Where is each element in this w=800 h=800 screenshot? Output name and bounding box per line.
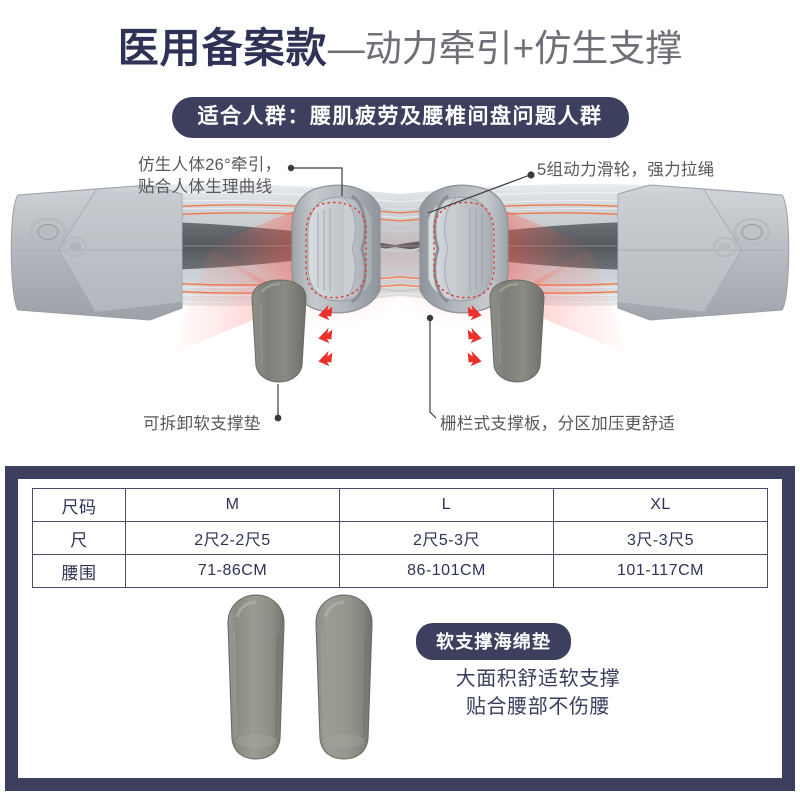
cell-chi-xl: 3尺-3尺5 — [553, 521, 768, 555]
belt-right-wing — [617, 184, 790, 321]
header: 医用备案款—动力牵引+仿生支撑 适合人群：腰肌疲劳及腰椎间盘问题人群 — [0, 0, 800, 150]
soft-pad-left-sample — [251, 279, 307, 383]
table-row: 尺码 M L XL — [32, 488, 768, 522]
sponge-pad-pair — [227, 594, 373, 760]
page-title: 医用备案款—动力牵引+仿生支撑 — [0, 28, 800, 69]
annotation-traction-angle-line1: 仿生人体26°牵引， — [138, 156, 282, 174]
pad-badge-wrap: 软支撑海绵垫 — [416, 623, 572, 660]
product-illustration: 仿生人体26°牵引， 贴合人体生理曲线 5组动力滑轮，强力拉绳 可拆卸软支撑垫 … — [0, 150, 800, 455]
compression-arrows — [318, 304, 482, 367]
pulley-laces — [377, 206, 423, 293]
pad-caption-line2: 贴合腰部不伤腰 — [465, 696, 611, 718]
row-label-size: 尺码 — [32, 488, 126, 522]
pad-caption: 大面积舒适软支撑 贴合腰部不伤腰 — [408, 665, 668, 721]
annotation-pulley-system-line1: 5组动力滑轮，强力拉绳 — [537, 161, 715, 179]
cell-chi-m: 2尺2-2尺5 — [125, 521, 340, 555]
sponge-pad-right — [315, 594, 373, 760]
belt-diagram — [10, 164, 790, 422]
highlight-outline-right — [433, 201, 495, 299]
audience-pill: 适合人群：腰肌疲劳及腰椎间盘问题人群 — [171, 97, 629, 139]
leader-lines — [274, 164, 535, 422]
title-light: —动力牵引+仿生支撑 — [327, 28, 683, 69]
cell-waist-xl: 101-117CM — [553, 554, 768, 588]
cell-size-l: L — [339, 488, 554, 522]
table-row: 腰围 71-86CM 86-101CM 101-117CM — [32, 554, 768, 588]
annotation-pulley-system: 5组动力滑轮，强力拉绳 — [537, 159, 714, 181]
spec-panel: 尺码 M L XL 尺 2尺2-2尺5 2尺5-3尺 3尺-3尺5 腰围 71-… — [5, 466, 795, 791]
annotation-traction-angle-line2: 贴合人体生理曲线 — [138, 178, 273, 197]
soft-pad-right-sample — [489, 279, 545, 383]
annotation-removable-pad: 可拆卸软支撑垫 — [143, 413, 261, 435]
audience-pill-wrap: 适合人群：腰肌疲劳及腰椎间盘问题人群 — [0, 97, 800, 139]
annotation-removable-pad-line1: 可拆卸软支撑垫 — [143, 415, 261, 433]
row-label-waist: 腰围 — [32, 554, 126, 588]
title-strong: 医用备案款 — [117, 25, 328, 71]
cell-waist-m: 71-86CM — [125, 554, 340, 588]
spec-panel-inner: 尺码 M L XL 尺 2尺2-2尺5 2尺5-3尺 3尺-3尺5 腰围 71-… — [18, 479, 782, 778]
cell-size-xl: XL — [553, 488, 768, 522]
cell-size-m: M — [125, 488, 340, 522]
cell-chi-l: 2尺5-3尺 — [339, 521, 554, 555]
row-label-chi: 尺 — [32, 521, 126, 555]
pad-badge: 软支撑海绵垫 — [416, 623, 572, 660]
size-table: 尺码 M L XL 尺 2尺2-2尺5 2尺5-3尺 3尺-3尺5 腰围 71-… — [32, 488, 768, 588]
belt-left-wing — [10, 184, 183, 321]
annotation-support-board: 栅栏式支撑板，分区加压更舒适 — [440, 413, 675, 435]
sponge-pad-left — [227, 594, 285, 760]
annotation-support-board-line1: 栅栏式支撑板，分区加压更舒适 — [440, 415, 676, 433]
pad-caption-line1: 大面积舒适软支撑 — [455, 668, 621, 690]
cell-waist-l: 86-101CM — [339, 554, 554, 588]
support-panel-right — [419, 184, 509, 314]
table-row: 尺 2尺2-2尺5 2尺5-3尺 3尺-3尺5 — [32, 521, 768, 555]
support-panel-left — [291, 184, 381, 314]
annotation-traction-angle: 仿生人体26°牵引， 贴合人体生理曲线 — [138, 154, 281, 199]
highlight-outline-left — [305, 201, 367, 299]
